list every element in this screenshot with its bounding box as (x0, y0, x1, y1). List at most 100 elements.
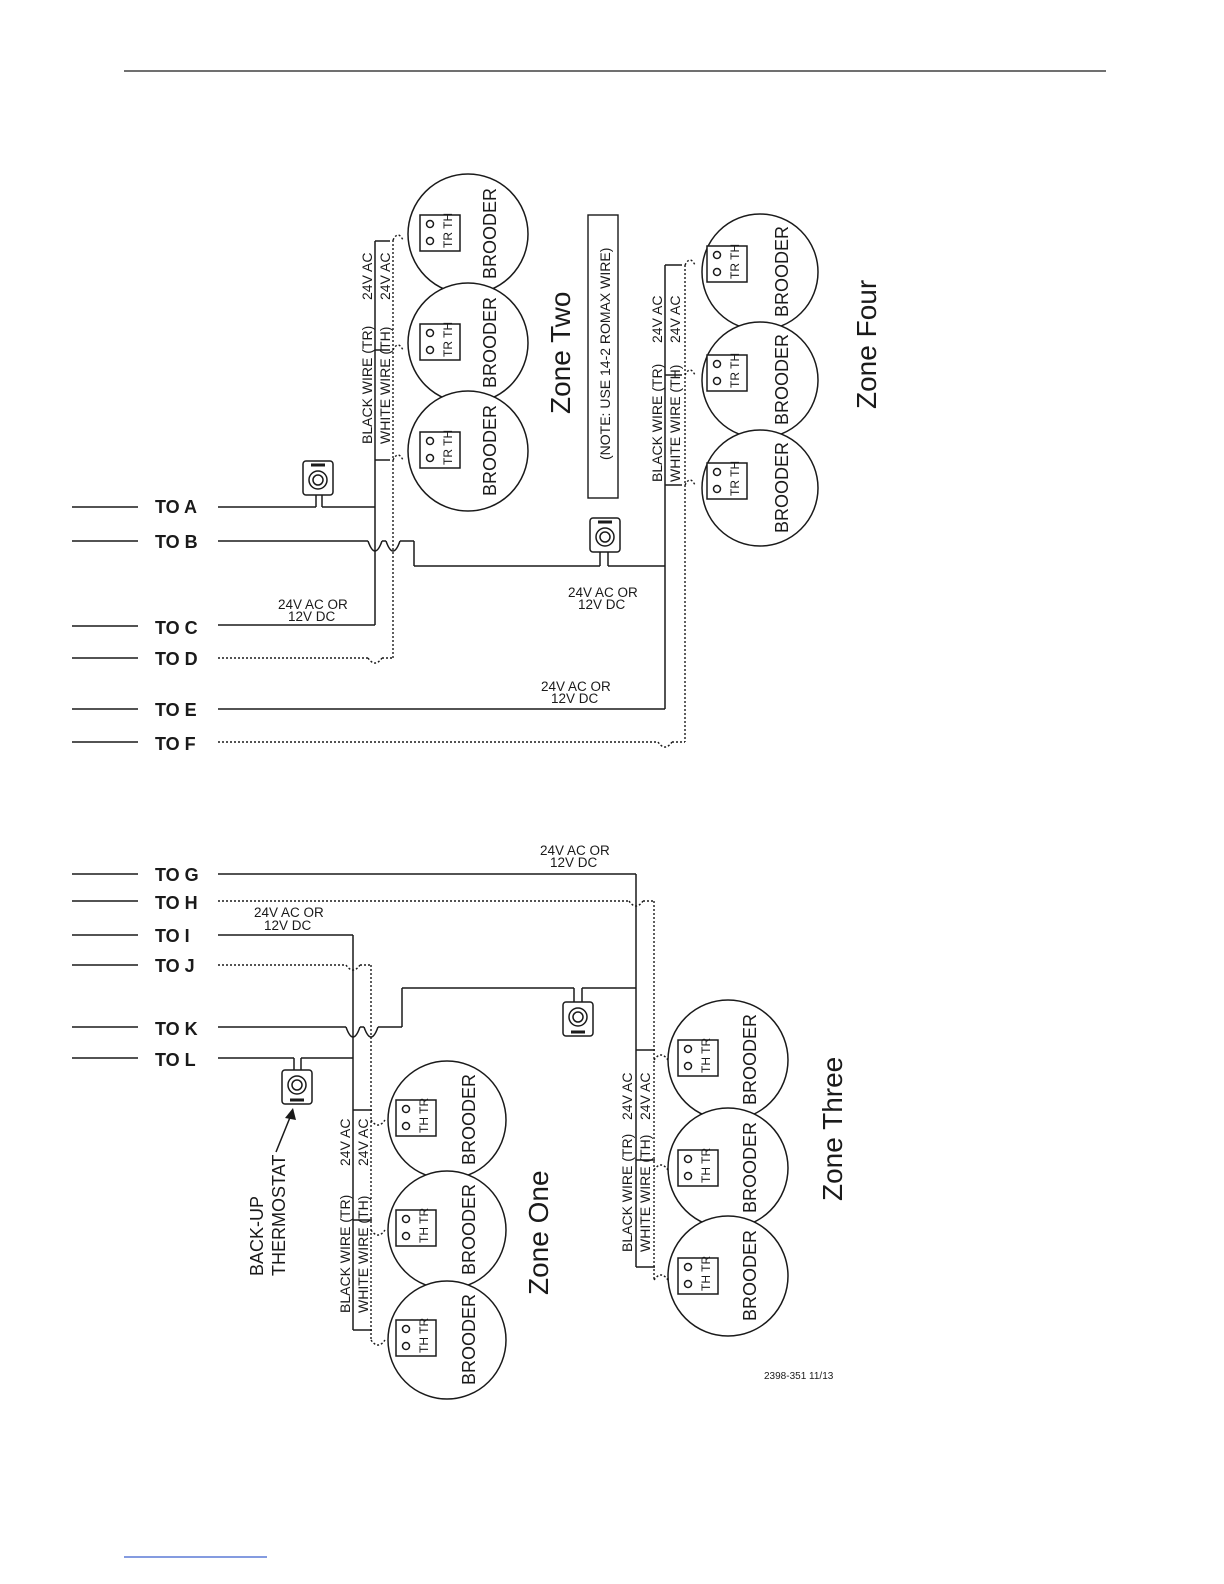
zone-two-label: Zone Two (545, 292, 576, 414)
terminal-screw (425, 236, 435, 246)
terminal-screw (425, 436, 435, 446)
lead-label-a: TO A (155, 497, 197, 517)
svg-text:WHITE WIRE (TH): WHITE WIRE (TH) (637, 1135, 653, 1252)
svg-text:12V DC: 12V DC (551, 691, 599, 706)
terminal-block (419, 431, 461, 469)
terminal-screw (712, 376, 722, 386)
terminal-screw (401, 1121, 411, 1131)
lead-label-i: TO I (155, 926, 190, 946)
power-labels: 24V AC OR 12V DC 24V AC OR 12V DC 24V AC… (254, 585, 638, 933)
zone-four-wiring (218, 259, 696, 748)
svg-text:24V AC: 24V AC (637, 1073, 653, 1120)
terminal-label: TH TR (699, 1256, 713, 1291)
svg-text:24V AC OR: 24V AC OR (278, 597, 348, 612)
brooder-label: BROODER (740, 1014, 760, 1105)
terminal-label: TR TH (441, 430, 455, 465)
brooder-label: BROODER (459, 1074, 479, 1165)
terminal-label: TR TH (728, 244, 742, 279)
thermostat-zone-four (589, 517, 621, 553)
terminal-screw (712, 267, 722, 277)
terminal-label: TH TR (699, 1148, 713, 1183)
lead-label-k: TO K (155, 1019, 198, 1039)
terminal-screw (401, 1104, 411, 1114)
terminal-screw (683, 1171, 693, 1181)
brooder-circle (407, 390, 529, 512)
svg-text:24V AC: 24V AC (359, 253, 375, 300)
lead-label-h: TO H (155, 893, 198, 913)
brooder-label: BROODER (480, 188, 500, 279)
terminal-block (677, 1257, 719, 1295)
terminal-label: TH TR (699, 1038, 713, 1073)
terminal-block (419, 214, 461, 252)
lead-label-c: TO C (155, 618, 198, 638)
svg-text:WHITE WIRE (TH): WHITE WIRE (TH) (355, 1196, 371, 1313)
zone-two-wiring (218, 234, 665, 664)
svg-text:24V AC OR: 24V AC OR (541, 679, 611, 694)
backup-label-line2: THERMOSTAT (269, 1155, 289, 1276)
terminal-screw (425, 328, 435, 338)
zone-three-wiring (218, 873, 669, 1281)
svg-text:12V DC: 12V DC (578, 597, 626, 612)
terminal-label: TH TR (417, 1208, 431, 1243)
terminal-screw (683, 1154, 693, 1164)
svg-text:BLACK WIRE (TR): BLACK WIRE (TR) (619, 1134, 635, 1252)
svg-text:24V AC: 24V AC (337, 1119, 353, 1166)
lead-label-d: TO D (155, 649, 198, 669)
svg-text:24V AC: 24V AC (667, 296, 683, 343)
lead-label-j: TO J (155, 956, 195, 976)
svg-text:BLACK WIRE (TR): BLACK WIRE (TR) (649, 364, 665, 482)
brooder-label: BROODER (772, 442, 792, 533)
note-text: (NOTE: USE 14-2 ROMAX WIRE) (597, 248, 613, 460)
terminal-label: TR TH (441, 322, 455, 357)
brooder: TR TH BROODER (407, 173, 529, 295)
brooders: TR TH BROODER TR TH BROODER TR TH BROODER TR T… (387, 173, 819, 1400)
lead-label-g: TO G (155, 865, 199, 885)
terminal-screw (683, 1061, 693, 1071)
brooder-circle (701, 429, 819, 547)
wire-labels: BLACK WIRE (TR) WHITE WIRE (TH) 24V AC 2… (337, 253, 683, 1313)
terminal-label: TH TR (417, 1318, 431, 1353)
svg-text:12V DC: 12V DC (288, 609, 336, 624)
lead-labels: TO A TO B TO C TO D TO E TO F TO G TO H … (72, 497, 199, 1070)
thermostat-zone-three (562, 1001, 594, 1037)
terminal-label: TR TH (728, 353, 742, 388)
terminal-block (706, 245, 748, 283)
backup-thermostat (281, 1069, 313, 1105)
terminal-screw (712, 467, 722, 477)
lead-label-b: TO B (155, 532, 198, 552)
svg-text:24V AC: 24V AC (355, 1119, 371, 1166)
lead-label-e: TO E (155, 700, 197, 720)
brooder-circle (387, 1280, 507, 1400)
terminal-screw (401, 1214, 411, 1224)
svg-text:BLACK WIRE (TR): BLACK WIRE (TR) (337, 1195, 353, 1313)
terminal-screw (425, 453, 435, 463)
terminal-block (419, 323, 461, 361)
terminal-block (395, 1319, 437, 1357)
terminal-screw (712, 250, 722, 260)
terminal-block (395, 1209, 437, 1247)
terminal-screw (683, 1044, 693, 1054)
svg-text:24V AC OR: 24V AC OR (254, 905, 324, 920)
terminal-screw (401, 1324, 411, 1334)
backup-label-line1: BACK-UP (247, 1196, 267, 1276)
svg-text:WHITE WIRE (TH): WHITE WIRE (TH) (377, 327, 393, 444)
terminal-block (706, 462, 748, 500)
terminal-label: TR TH (441, 213, 455, 248)
terminal-block (395, 1099, 437, 1137)
terminal-screw (683, 1262, 693, 1272)
zone-one-wiring (218, 934, 636, 1346)
drawing-code: 2398-351 11/13 (764, 1371, 834, 1382)
zone-three-label: Zone Three (817, 1057, 848, 1201)
svg-text:BLACK WIRE (TR): BLACK WIRE (TR) (359, 326, 375, 444)
brooder-label: BROODER (740, 1230, 760, 1321)
terminal-screw (712, 484, 722, 494)
svg-text:12V DC: 12V DC (264, 918, 312, 933)
brooder-label: BROODER (480, 405, 500, 496)
